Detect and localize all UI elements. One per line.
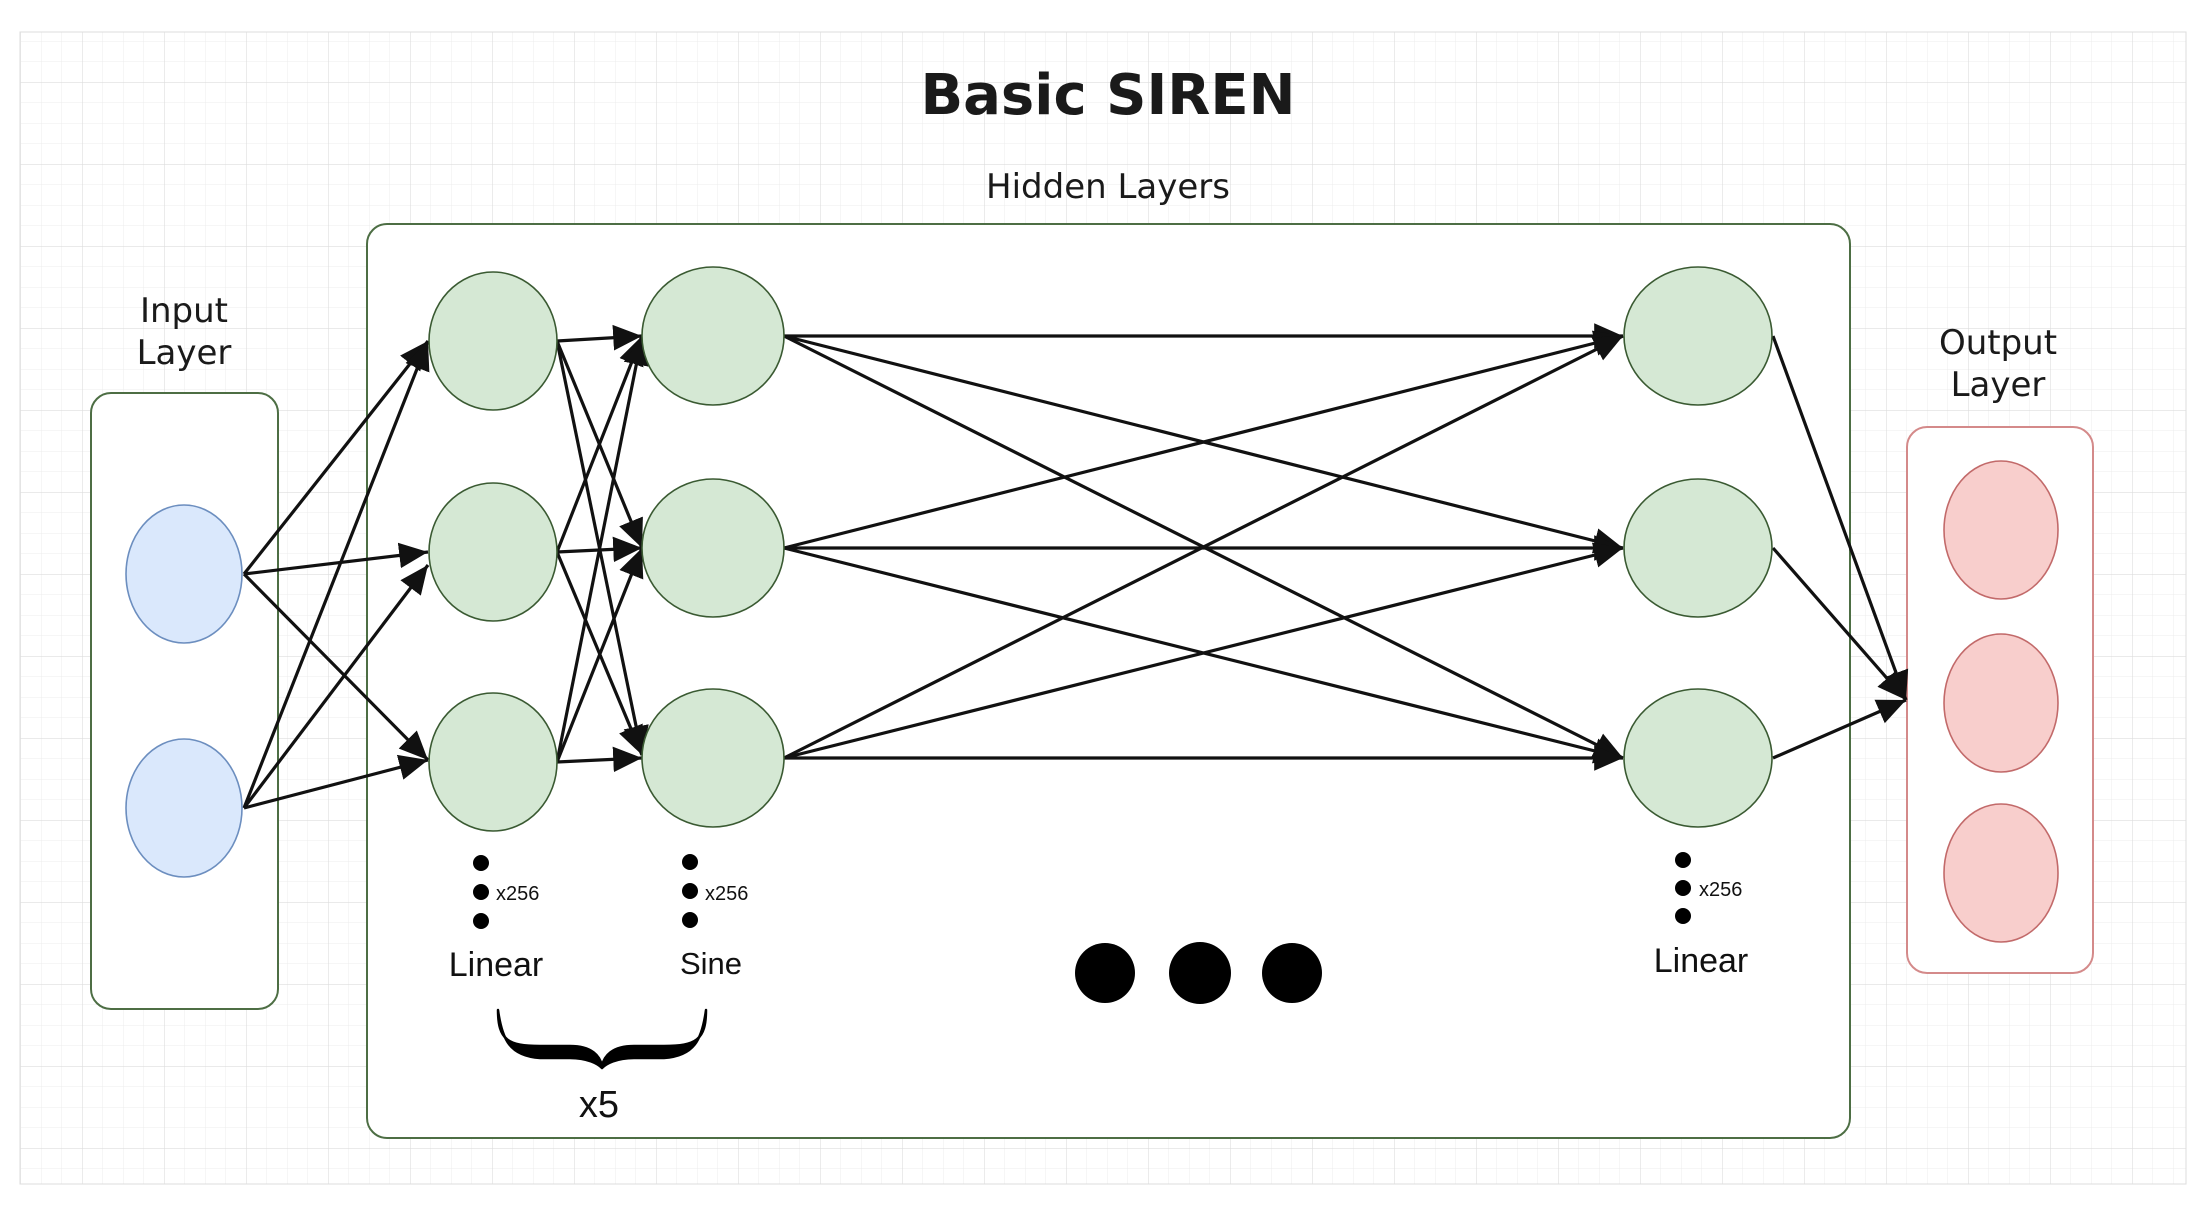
- layer-label-linear2: Linear: [1654, 942, 1749, 980]
- output-layer-label-line2: Layer: [1951, 365, 2046, 405]
- ellipsis-dot: [1675, 880, 1691, 896]
- sine-node: [641, 266, 785, 406]
- ellipsis-dot: [1675, 908, 1691, 924]
- output-node: [1943, 633, 2059, 773]
- input-node: [125, 738, 243, 878]
- layer-label-linear1: Linear: [449, 946, 544, 984]
- ellipsis-dot: [473, 855, 489, 871]
- ellipsis-dot: [682, 912, 698, 928]
- ellipsis-dot: [1675, 852, 1691, 868]
- ellipsis-dot: [682, 883, 698, 899]
- output-node: [1943, 803, 2059, 943]
- edge-in2-l1a: [242, 340, 430, 809]
- edge-in2-l1b: [242, 564, 430, 809]
- edge-l2a-out: [1771, 335, 1909, 701]
- edge-sc-l2a: [783, 334, 1624, 760]
- ellipsis-dot-large: [1262, 943, 1322, 1003]
- edge-l1c-sb: [555, 547, 644, 763]
- linear1-node: [428, 482, 558, 622]
- edge-sb-l2a: [783, 330, 1624, 550]
- output-nodes: [1943, 460, 2059, 943]
- sine-node: [641, 478, 785, 618]
- edge-l1c-sc: [556, 746, 643, 773]
- linear1-node: [428, 692, 558, 832]
- edge-in1-l1a: [242, 340, 430, 575]
- edge-in1-l1c: [242, 572, 430, 762]
- input-layer-label-line1: Input: [140, 291, 228, 331]
- edge-sc-l2b: [783, 542, 1624, 760]
- ellipsis-dot-large: [1169, 942, 1231, 1004]
- linear2-nodes: [1623, 266, 1773, 828]
- linear1-node: [428, 271, 558, 411]
- output-layer-label-line1: Output: [1939, 323, 2057, 363]
- sine-nodes: [641, 266, 785, 828]
- input-layer-container: [90, 392, 279, 1010]
- linear2-node: [1623, 688, 1773, 828]
- output-node: [1943, 460, 2059, 600]
- sine-node: [641, 688, 785, 828]
- size-label: x256: [496, 883, 539, 905]
- edge-l2c-out: [1772, 698, 1907, 760]
- size-label: x256: [705, 883, 748, 905]
- ellipsis-dot: [473, 884, 489, 900]
- edge-in1-l1b: [243, 542, 429, 576]
- edge-l1c-sa: [555, 335, 649, 763]
- size-indicator-linear2: x256: [1675, 852, 1742, 924]
- connections: [242, 323, 1909, 810]
- size-label: x256: [1699, 879, 1742, 901]
- edge-l2b-out: [1771, 546, 1908, 702]
- linear2-node: [1623, 266, 1773, 406]
- more-layers-ellipsis: [1075, 942, 1322, 1004]
- repeat-label: x5: [579, 1084, 619, 1126]
- ellipsis-dot: [682, 854, 698, 870]
- diagram-title: Basic SIREN: [920, 63, 1295, 128]
- input-layer-label-line2: Layer: [137, 333, 232, 373]
- edge-in2-l1c: [243, 754, 429, 810]
- ellipsis-dot: [473, 913, 489, 929]
- size-indicator-sine: x256: [682, 854, 748, 928]
- edge-l1b-sa: [555, 335, 644, 553]
- input-node: [125, 504, 243, 644]
- input-nodes: [125, 504, 243, 878]
- size-indicator-linear1: x256: [473, 855, 539, 929]
- layer-label-sine: Sine: [680, 946, 742, 981]
- hidden-layers-container: [366, 223, 1851, 1139]
- linear2-node: [1623, 478, 1773, 618]
- curly-brace-icon: [496, 1008, 708, 1070]
- linear1-nodes: [428, 271, 558, 832]
- hidden-layers-label: Hidden Layers: [986, 167, 1230, 207]
- ellipsis-dot-large: [1075, 943, 1135, 1003]
